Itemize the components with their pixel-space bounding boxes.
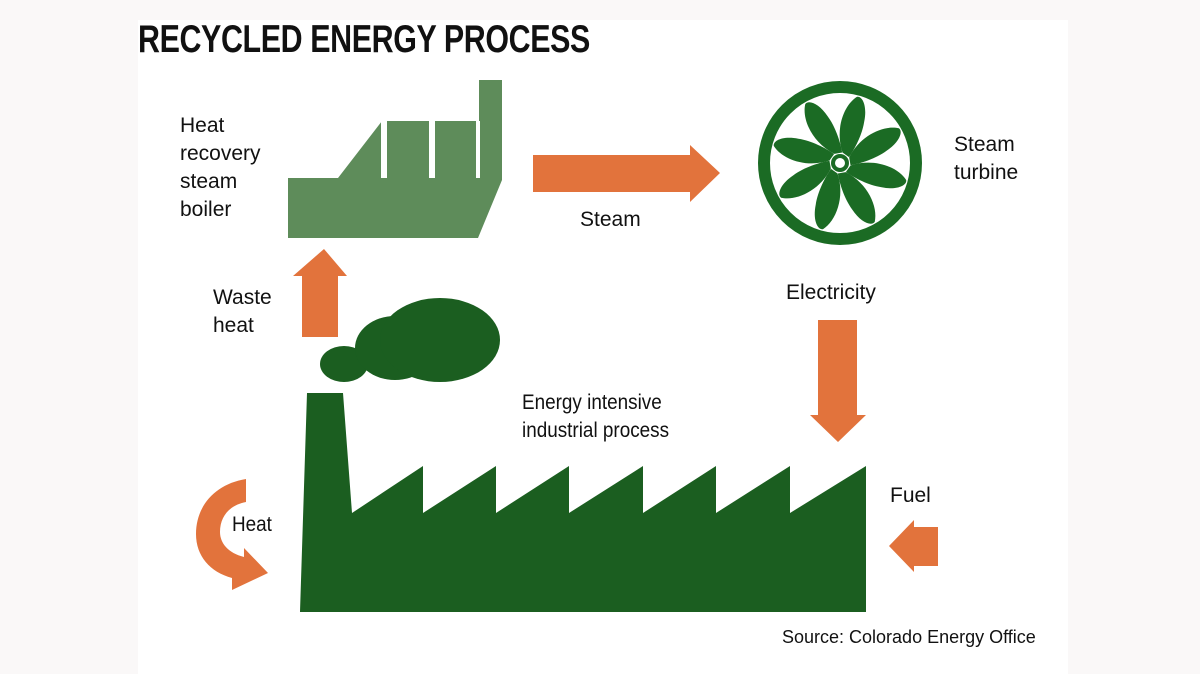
boiler-label-line: boiler — [180, 198, 232, 221]
boiler-label: Heat recovery steam boiler — [180, 112, 261, 224]
electricity-label: Electricity — [786, 281, 876, 304]
heat-cycle-arrow — [196, 479, 268, 590]
turbine-blade — [849, 127, 901, 166]
turbine-label-line: turbine — [954, 161, 1019, 184]
boiler-label-line: steam — [180, 170, 238, 193]
fuel-label: Fuel — [890, 484, 931, 507]
turbine-blade — [804, 102, 843, 154]
turbine-blade — [814, 168, 841, 230]
factory-label-line: Energy intensive — [522, 391, 662, 414]
boiler-label-line: recovery — [180, 142, 261, 165]
boiler-label-line: Heat — [180, 114, 225, 137]
turbine-label: Steam turbine — [954, 131, 1018, 187]
heat-label: Heat — [232, 513, 272, 536]
factory-label: Energy intensive industrial process — [522, 389, 669, 445]
factory-label-line: industrial process — [522, 419, 670, 442]
turbine-blade — [773, 137, 835, 164]
waste-heat-label-line: Waste — [213, 286, 272, 309]
turbine-blade — [837, 172, 876, 224]
source-note: Source: Colorado Energy Office — [782, 627, 1036, 647]
waste-heat-label: Waste heat — [213, 284, 272, 340]
turbine-blade — [839, 96, 866, 158]
fuel-arrow — [889, 520, 938, 572]
waste-heat-label-line: heat — [213, 314, 254, 337]
electricity-arrow — [810, 320, 866, 442]
factory-icon — [300, 393, 866, 612]
steam-label: Steam — [580, 208, 641, 231]
turbine-label-line: Steam — [954, 133, 1015, 156]
boiler-icon — [288, 80, 502, 238]
turbine-blade — [779, 160, 831, 199]
steam-arrow — [533, 145, 720, 202]
turbine-blade — [845, 162, 907, 189]
waste-heat-arrow — [293, 249, 347, 337]
turbine-icon — [758, 81, 922, 245]
diagram-title: RECYCLED ENERGY PROCESS — [138, 18, 590, 61]
smoke-cloud-icon — [320, 298, 500, 382]
